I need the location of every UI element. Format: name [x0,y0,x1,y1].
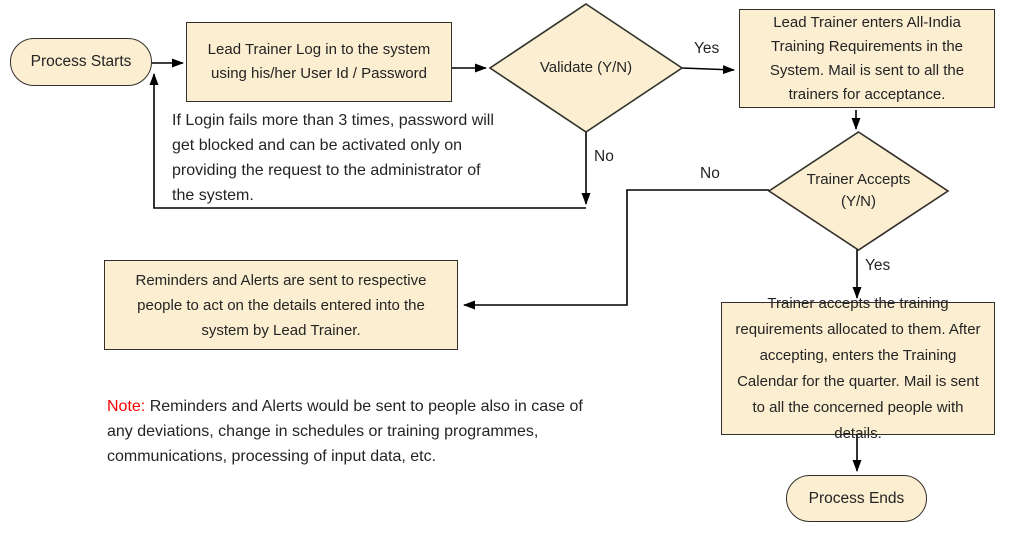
node-trainer-accepts-decision: Trainer Accepts (Y/N) [769,132,948,250]
note-label: Note: [107,398,146,415]
node-process-starts: Process Starts [10,38,152,86]
node-accept-details: Trainer accepts the training requirement… [721,295,995,442]
label-accepts-no: No [700,165,720,182]
label-validate-yes: Yes [694,40,720,57]
label-accepts-yes: Yes [865,257,891,274]
login-note-line: If Login fails more than 3 times, passwo… [172,112,494,129]
node-enter-requirements: Lead Trainer enters All-India Training R… [739,9,995,108]
login-note-line: the system. [172,187,254,204]
login-note-line: get blocked and can be activated only on [172,137,462,154]
validate-label: Validate (Y/N) [539,59,633,76]
bottom-note: Note: Reminders and Alerts would be sent… [107,394,647,469]
node-login: Lead Trainer Log in to the system using … [186,22,452,102]
note-text: Reminders and Alerts would be sent to pe… [145,398,583,415]
login-failure-note: If Login fails more than 3 times, passwo… [172,108,557,208]
edge-validate-yes-to-requirements [681,65,735,75]
diamond-shape [769,132,948,250]
node-reminders: Reminders and Alerts are sent to respect… [104,260,458,350]
diamond-shape [490,4,682,132]
trainer-accepts-label: Trainer Accepts (Y/N) [806,171,911,210]
node-process-ends: Process Ends [786,475,927,522]
node-validate-decision: Validate (Y/N) [490,4,682,132]
label-validate-no: No [594,148,614,165]
bottom-note-line: any deviations, change in schedules or t… [107,423,539,440]
bottom-note-line: communications, processing of input data… [107,448,437,465]
login-note-line: providing the request to the administrat… [172,162,481,179]
bottom-note-line: Note: Reminders and Alerts would be sent… [107,394,647,419]
reminders-text: Reminders and Alerts are sent to respect… [135,271,427,339]
